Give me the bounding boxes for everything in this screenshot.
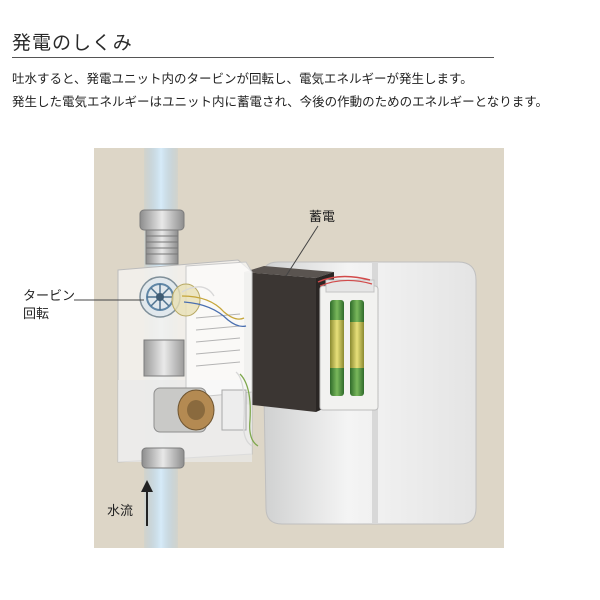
title-divider <box>12 57 494 58</box>
rotation-label: 回転 <box>23 307 50 322</box>
solenoid-valve <box>153 387 247 433</box>
turbine-label: タービン <box>23 289 76 304</box>
battery-tray <box>317 275 379 411</box>
page-title: 発電のしくみ <box>12 32 133 54</box>
water-flow-label: 水流 <box>107 504 134 519</box>
battery-2 <box>350 300 364 396</box>
battery-1 <box>330 300 344 396</box>
description-line-2: 発生した電気エネルギーはユニット内に蓄電され、今後の作動のためのエネルギーとなり… <box>12 94 549 109</box>
pipe-fitting <box>139 209 185 469</box>
wires <box>181 286 259 447</box>
turbine <box>139 276 201 318</box>
storage-leader-line <box>285 225 319 277</box>
storage-label: 蓄電 <box>309 210 336 225</box>
water-flow-arrow <box>141 480 153 526</box>
description-line-1: 吐水すると、発電ユニット内のタービンが回転し、電気エネルギーが発生します。 <box>12 71 473 86</box>
